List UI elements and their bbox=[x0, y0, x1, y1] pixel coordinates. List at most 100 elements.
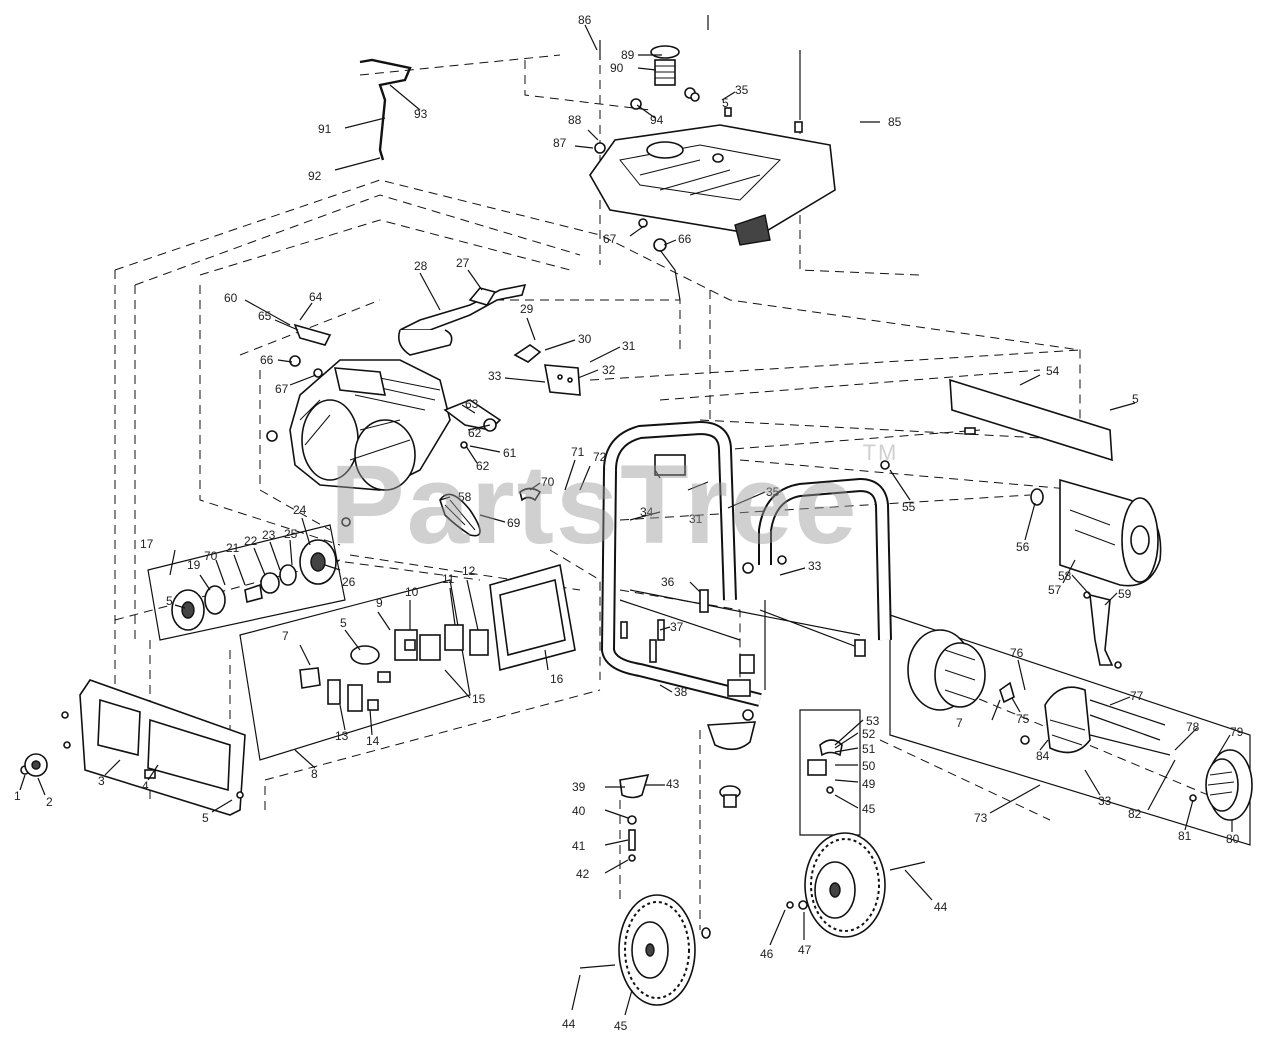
fuel-tank-assembly bbox=[589, 15, 836, 301]
ref-label: 7 bbox=[956, 716, 963, 730]
ref-label: 63 bbox=[465, 397, 479, 411]
ref-label: 10 bbox=[405, 585, 419, 599]
ref-label: 30 bbox=[578, 332, 592, 346]
ref-label: 11 bbox=[442, 572, 455, 586]
ref-label: 15 bbox=[472, 692, 486, 706]
ref-label: 38 bbox=[674, 685, 688, 699]
ref-label: 17 bbox=[140, 537, 154, 551]
ref-label: 52 bbox=[862, 727, 876, 741]
ref-label: 27 bbox=[456, 256, 470, 270]
ref-label: 94 bbox=[650, 113, 664, 127]
ref-label: 12 bbox=[462, 564, 476, 578]
ref-label: 35 bbox=[766, 485, 780, 499]
ref-label: 87 bbox=[553, 136, 567, 150]
ref-label: 66 bbox=[260, 353, 274, 367]
ref-label: 51 bbox=[862, 742, 876, 756]
ref-label: 61 bbox=[503, 446, 517, 460]
ref-label: 76 bbox=[1010, 646, 1024, 660]
ref-label: 93 bbox=[414, 107, 428, 121]
ref-label: 5 bbox=[1132, 392, 1139, 406]
ref-label: 70 bbox=[541, 475, 555, 489]
ref-label: 5 bbox=[340, 616, 347, 630]
ref-label: 5 bbox=[202, 811, 209, 825]
ref-label: 73 bbox=[974, 811, 988, 825]
ref-label: 88 bbox=[568, 113, 582, 127]
ref-label: 57 bbox=[1048, 583, 1062, 597]
ref-label: 46 bbox=[760, 947, 774, 961]
ref-label: 72 bbox=[593, 450, 607, 464]
ref-label: 66 bbox=[678, 232, 692, 246]
reference-number-labels: 86 89 90 93 91 92 94 35 5 88 87 85 67 66… bbox=[14, 13, 1244, 1033]
ref-label: 13 bbox=[335, 729, 349, 743]
ref-label: 49 bbox=[862, 777, 876, 791]
ref-label: 40 bbox=[572, 804, 586, 818]
ref-label: 53 bbox=[866, 714, 880, 728]
ref-label: 60 bbox=[224, 291, 238, 305]
ref-label: 33 bbox=[488, 369, 502, 383]
ref-label: 36 bbox=[661, 575, 675, 589]
ref-label: 59 bbox=[1118, 587, 1132, 601]
leader-lines bbox=[19, 24, 1233, 1016]
ref-label: 45 bbox=[614, 1019, 628, 1033]
ref-label: 22 bbox=[244, 534, 258, 548]
ref-label: 91 bbox=[318, 122, 332, 136]
ref-label: 82 bbox=[1128, 807, 1142, 821]
ref-label: 77 bbox=[1130, 689, 1144, 703]
ref-label: 47 bbox=[798, 943, 812, 957]
engine-block bbox=[266, 323, 542, 527]
assembly-guide-lines bbox=[114, 50, 1221, 930]
ref-label: 25 bbox=[284, 527, 298, 541]
ref-label: 58 bbox=[1058, 569, 1072, 583]
small-hardware-parts bbox=[619, 427, 1122, 862]
ref-label: 86 bbox=[578, 13, 592, 27]
ref-label: 39 bbox=[572, 780, 586, 794]
ref-label: 71 bbox=[571, 445, 585, 459]
ref-label: 9 bbox=[376, 596, 383, 610]
ref-label: 26 bbox=[342, 575, 356, 589]
ref-label: 50 bbox=[862, 759, 876, 773]
ref-label: 81 bbox=[1178, 829, 1192, 843]
ref-label: 5 bbox=[722, 96, 729, 110]
ref-label: 16 bbox=[550, 672, 564, 686]
ref-label: 67 bbox=[275, 382, 289, 396]
ref-label: 31 bbox=[622, 339, 636, 353]
ref-label: 7 bbox=[282, 629, 289, 643]
wheel-right bbox=[786, 832, 926, 938]
ref-label: 69 bbox=[507, 516, 521, 530]
control-panel-group bbox=[299, 563, 576, 712]
ref-label: 32 bbox=[602, 363, 616, 377]
ref-label: 92 bbox=[308, 169, 322, 183]
ref-label: 3 bbox=[98, 774, 105, 788]
ref-label: 65 bbox=[258, 309, 272, 323]
ref-label: 44 bbox=[562, 1017, 576, 1031]
ref-label: 70 bbox=[204, 549, 218, 563]
ref-label: 33 bbox=[808, 559, 822, 573]
ref-label: 35 bbox=[735, 83, 749, 97]
ref-label: 64 bbox=[309, 290, 323, 304]
ref-label: 8 bbox=[311, 767, 318, 781]
ref-label: 28 bbox=[414, 259, 428, 273]
ref-label: 44 bbox=[934, 900, 948, 914]
ref-label: 80 bbox=[1226, 832, 1240, 846]
ref-label: 89 bbox=[621, 48, 635, 62]
ref-label: 1 bbox=[14, 789, 21, 803]
ref-label: 2 bbox=[46, 795, 53, 809]
ref-label: 85 bbox=[888, 115, 902, 129]
ref-label: 67 bbox=[603, 232, 617, 246]
ref-label: 43 bbox=[666, 777, 680, 791]
ref-label: 21 bbox=[226, 541, 240, 555]
wheel-left bbox=[579, 894, 711, 1006]
ref-label: 62 bbox=[468, 426, 482, 440]
ref-label: 42 bbox=[576, 867, 590, 881]
recoil-starter-group bbox=[171, 493, 481, 631]
alternator-group bbox=[907, 378, 1253, 821]
ref-label: 29 bbox=[520, 302, 534, 316]
ref-label: 5 bbox=[166, 594, 173, 608]
ref-label: 37 bbox=[670, 620, 684, 634]
ref-label: 56 bbox=[1016, 540, 1030, 554]
ref-label: 90 bbox=[610, 61, 624, 75]
ref-label: 19 bbox=[187, 558, 201, 572]
ref-label: 75 bbox=[1016, 712, 1030, 726]
